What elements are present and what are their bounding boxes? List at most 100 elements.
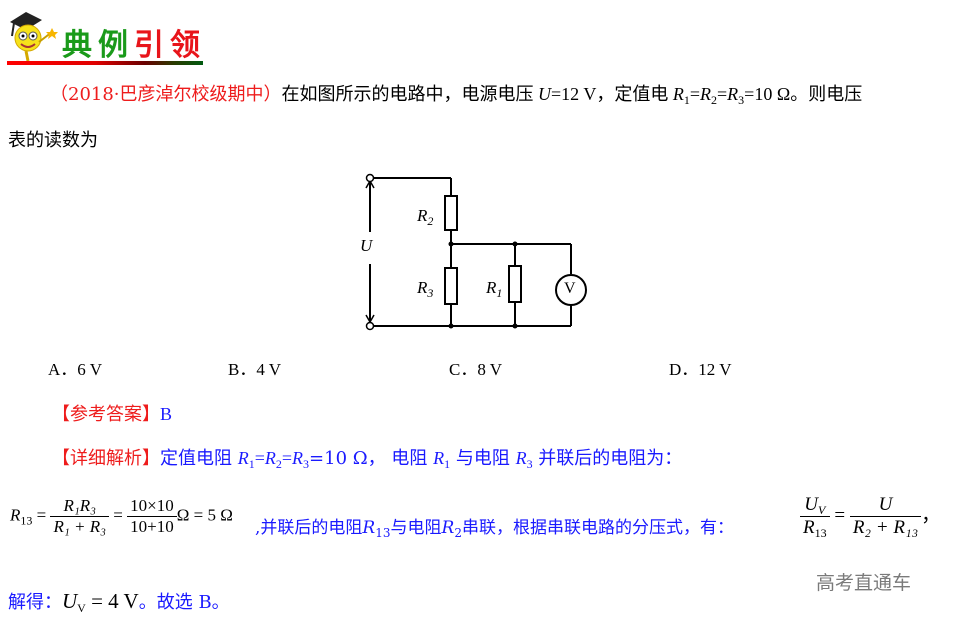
option-value: 8 V [477,360,503,379]
comma: ， [921,504,941,526]
sub: 3 [303,457,310,471]
r: R [417,278,428,297]
option-value: 12 V [698,360,732,379]
question-text: =12 V，定值电 [551,84,673,104]
option-letter: B． [228,360,257,379]
option-letter: C． [449,360,478,379]
label-r2: R2 [417,206,434,228]
section-title: 典例引领 [62,20,206,64]
sub: 1 [248,457,255,471]
voltmeter-label: V [564,280,576,297]
label-u: U [360,236,373,255]
denominator: R₁ + R₃ [50,516,110,537]
var-r: R [10,505,21,525]
option-b[interactable]: B．4 V [228,355,281,380]
answer-label: 【参考答案】 [52,404,160,424]
eq: = [717,84,728,104]
analysis-text: 定值电阻 [160,448,238,469]
sub: 2 [275,457,282,471]
numerator: UV [800,494,830,516]
r: R [486,278,497,297]
denominator: R₂ + R₁₃ [849,516,922,539]
analysis-text: 与电阻 [450,448,516,469]
sub: 13 [375,526,391,540]
comma: , [255,518,261,538]
var-r: R [441,518,455,538]
analysis-label: 【详细解析】 [52,448,160,468]
option-letter: A． [48,360,78,379]
conclusion-text: 。故选 B。 [138,592,230,613]
sub: 2 [427,214,434,228]
sub: 2 [454,526,462,540]
text: 并联后的电阻 [260,518,363,538]
option-letter: D． [669,360,699,379]
text: 串联，根据串联电路的分压式，有： [461,518,734,538]
eq: = [281,448,293,468]
denominator: 10+10 [127,516,177,537]
sub: 1 [496,286,503,300]
option-value: 4 V [256,360,282,379]
result: Ω = 5 Ω [176,505,233,525]
sub: V [77,601,86,615]
reference-answer: 【参考答案】B [52,400,172,426]
header-divider [7,61,203,65]
label-r1: R1 [486,278,503,300]
var-u: U [538,84,552,104]
sub: 2 [711,93,718,107]
title-part-yinling: 引领 [134,28,206,63]
var-r: R [237,448,249,468]
expr: = 4 V [85,589,139,613]
option-d[interactable]: D．12 V [669,355,732,380]
numerator: 10×10 [130,496,174,515]
denominator: R13 [800,516,830,539]
option-a[interactable]: A．6 V [48,355,102,380]
var-r: R [672,84,684,104]
sub: 1 [683,93,690,107]
text: 与电阻 [390,518,442,538]
sub: 3 [738,93,745,107]
question-text: 在如图所示的电路中，电源电压 [281,84,539,104]
var-r: R [727,84,739,104]
sub: 3 [427,286,434,300]
eq: = [254,448,265,468]
r: R [417,206,428,225]
analysis-text: 并联后的电阻为： [532,448,683,469]
question-source: （2018·巴彦淖尔校级期中） [50,84,282,105]
detailed-analysis: 【详细解析】定值电阻 R1=R2=R3=10 Ω， 电阻 R1 与电阻 R3 并… [52,444,682,470]
var-u: U [62,589,78,613]
label-r3: R3 [417,278,434,300]
title-part-dianli: 典例 [62,28,134,63]
analysis-text: =10 Ω， 电阻 [309,448,434,469]
series-text: ,并联后的电阻R13与电阻R2串联，根据串联电路的分压式，有： [255,513,734,540]
var-r: R [433,448,445,468]
question-line-1: （2018·巴彦淖尔校级期中）在如图所示的电路中，电源电压 U=12 V，定值电… [50,80,862,106]
question-line-2: 表的读数为 [8,130,98,150]
numerator: U [878,494,893,515]
answer-value: B [160,404,173,424]
sub: 13 [20,513,33,528]
var-r: R [700,84,712,104]
sub: V [818,503,826,517]
eq: = [689,84,701,104]
sub: 13 [814,526,827,540]
var-r: R [264,448,276,468]
var-r: R [515,448,527,468]
sub: 1 [444,457,451,471]
question-text: =10 Ω。则电压 [744,84,863,104]
var-u: U [804,494,818,515]
conclusion-label: 解得： [8,592,62,613]
watermark: 高考直通车 [816,572,912,594]
conclusion: 解得：UV = 4 V。故选 B。 [8,588,230,614]
var-r: R [292,448,304,468]
option-c[interactable]: C．8 V [449,355,502,380]
circuit-diagram: U R2 R3 R1 V [355,168,595,338]
graduate-mascot-icon [6,8,62,63]
sub: 3 [526,457,533,471]
var-r: R [803,517,815,538]
